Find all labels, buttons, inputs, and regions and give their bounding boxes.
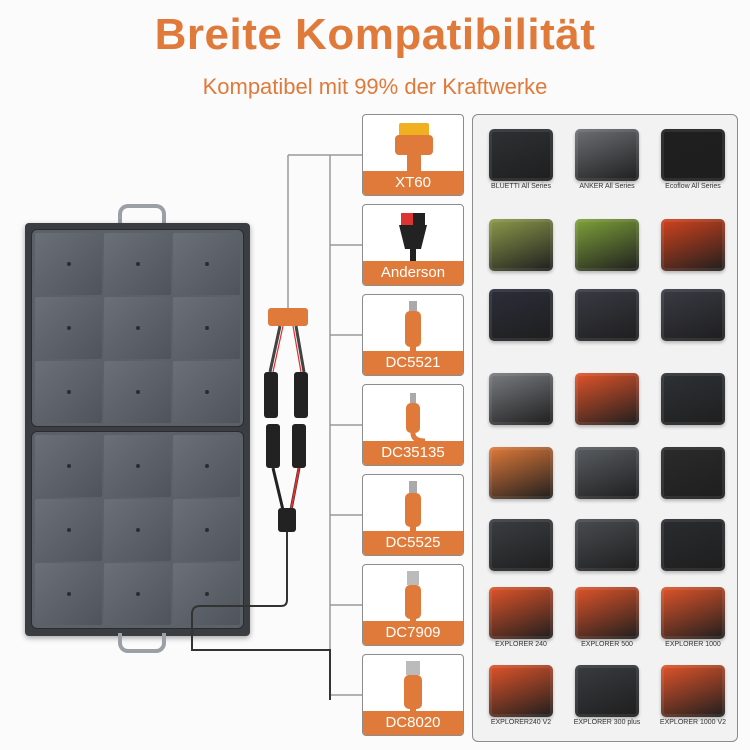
device-tile: EXPLORER 1000 V2 bbox=[653, 661, 733, 735]
device-tile bbox=[653, 515, 733, 589]
power-station-image bbox=[661, 587, 725, 639]
connector-label: DC5525 bbox=[363, 531, 463, 555]
device-tile: EXPLORER 1000 bbox=[653, 583, 733, 657]
device-name: ANKER All Series bbox=[579, 183, 635, 190]
power-station-image bbox=[661, 219, 725, 271]
device-tile: EXPLORER 240 bbox=[481, 583, 561, 657]
power-station-image bbox=[489, 519, 553, 571]
power-station-image bbox=[489, 219, 553, 271]
power-station-image bbox=[575, 519, 639, 571]
device-name: EXPLORER240 V2 bbox=[490, 719, 552, 726]
device-tile bbox=[481, 369, 561, 443]
dc5525-plug-icon bbox=[405, 481, 421, 533]
device-name: EXPLORER 300 plus bbox=[573, 719, 641, 726]
power-station-image bbox=[489, 129, 553, 181]
device-tile bbox=[567, 215, 647, 289]
power-station-image bbox=[489, 587, 553, 639]
power-station-image bbox=[661, 447, 725, 499]
power-station-image bbox=[489, 289, 553, 341]
device-name: EXPLORER 1000 V2 bbox=[659, 719, 727, 726]
power-station-image bbox=[489, 665, 553, 717]
power-station-image bbox=[575, 665, 639, 717]
xt60-connector-icon bbox=[395, 123, 433, 173]
power-station-image bbox=[575, 219, 639, 271]
device-tile bbox=[481, 285, 561, 359]
power-station-image bbox=[489, 447, 553, 499]
page-subtitle: Kompatibel mit 99% der Kraftwerke bbox=[202, 74, 548, 99]
device-name: EXPLORER 1000 bbox=[665, 641, 721, 648]
device-tile bbox=[567, 515, 647, 589]
device-name: EXPLORER 500 bbox=[581, 641, 633, 648]
connector-label: DC7909 bbox=[363, 621, 463, 645]
dc8020-plug-icon bbox=[404, 661, 422, 713]
connector-card-dc5521: DC5521 bbox=[362, 294, 464, 376]
connector-card-dc5525: DC5525 bbox=[362, 474, 464, 556]
solar-panel bbox=[25, 223, 250, 636]
power-station-image bbox=[489, 373, 553, 425]
connector-label: DC8020 bbox=[363, 711, 463, 735]
power-station-image bbox=[661, 129, 725, 181]
page-title: Breite Kompatibilität bbox=[154, 10, 596, 59]
dc5521-plug-icon bbox=[405, 301, 421, 353]
power-station-image bbox=[575, 447, 639, 499]
device-tile bbox=[653, 369, 733, 443]
panel-handle-top bbox=[118, 204, 166, 224]
device-tile bbox=[653, 443, 733, 517]
device-name: Ecoflow All Series bbox=[665, 183, 721, 190]
device-tile: Ecoflow All Series bbox=[653, 125, 733, 199]
connector-label: Anderson bbox=[363, 261, 463, 285]
connector-card-dc7909: DC7909 bbox=[362, 564, 464, 646]
device-tile bbox=[567, 285, 647, 359]
device-tile bbox=[567, 443, 647, 517]
dc7909-plug-icon bbox=[405, 571, 421, 623]
connector-label: XT60 bbox=[363, 171, 463, 195]
device-name: EXPLORER 240 bbox=[495, 641, 547, 648]
device-tile bbox=[481, 215, 561, 289]
device-tile: EXPLORER240 V2 bbox=[481, 661, 561, 735]
connector-label: DC5521 bbox=[363, 351, 463, 375]
power-station-image bbox=[575, 373, 639, 425]
device-tile bbox=[653, 215, 733, 289]
power-station-image bbox=[575, 129, 639, 181]
connector-card-dc8020: DC8020 bbox=[362, 654, 464, 736]
device-tile: ANKER All Series bbox=[567, 125, 647, 199]
power-station-image bbox=[575, 289, 639, 341]
connector-card-anderson: Anderson bbox=[362, 204, 464, 286]
device-tile bbox=[567, 369, 647, 443]
device-tile: BLUETTI All Series bbox=[481, 125, 561, 199]
device-tile bbox=[653, 285, 733, 359]
power-station-image bbox=[661, 373, 725, 425]
connector-card-xt60: XT60 bbox=[362, 114, 464, 196]
y-splitter-icon bbox=[268, 308, 308, 326]
solar-panel-upper-half bbox=[31, 229, 244, 427]
device-tile: EXPLORER 500 bbox=[567, 583, 647, 657]
power-station-image bbox=[661, 519, 725, 571]
power-station-image bbox=[575, 587, 639, 639]
power-station-image bbox=[661, 665, 725, 717]
device-tile bbox=[481, 443, 561, 517]
dc35135-plug-icon bbox=[406, 393, 426, 443]
device-tile bbox=[481, 515, 561, 589]
device-name: BLUETTI All Series bbox=[491, 183, 551, 190]
compatible-devices-grid: BLUETTI All Series ANKER All Series Ecoflo… bbox=[472, 114, 738, 742]
connector-card-dc35135: DC35135 bbox=[362, 384, 464, 466]
device-tile: EXPLORER 300 plus bbox=[567, 661, 647, 735]
connector-label: DC35135 bbox=[363, 441, 463, 465]
power-station-image bbox=[661, 289, 725, 341]
panel-handle-bottom bbox=[118, 633, 166, 653]
anderson-connector-icon bbox=[399, 213, 427, 263]
solar-panel-lower-half bbox=[31, 431, 244, 629]
